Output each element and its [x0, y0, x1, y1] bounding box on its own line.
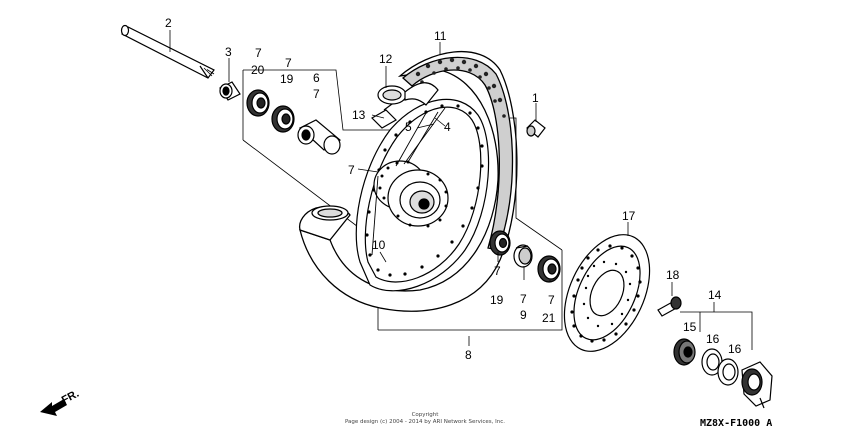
callout-16-a: 16: [706, 332, 720, 346]
speedometer-gearbox: [741, 361, 773, 409]
callout-15: 15: [683, 320, 697, 334]
left-bearing: [246, 89, 270, 117]
callout-9: 9: [520, 308, 527, 322]
callout-6-7: 7: [313, 87, 320, 101]
arrow-icon: [40, 399, 67, 416]
diagram-part-code: MZ8X-F1000 A: [700, 418, 772, 429]
callout-6: 6: [313, 71, 320, 85]
callout-11: 11: [434, 29, 447, 43]
bearing-19-left: [271, 105, 295, 133]
callout-17: 17: [622, 209, 636, 223]
callout-1: 1: [532, 91, 539, 105]
oil-seal-16b: [717, 358, 739, 386]
callout-3: 3: [225, 45, 232, 59]
tube-valve: [371, 82, 439, 129]
callout-7-c: 7: [348, 163, 355, 177]
disc-bolt: [657, 296, 682, 317]
direction-label: FR.: [60, 388, 81, 407]
callout-16-b: 16: [728, 342, 742, 356]
callout-8: 8: [465, 348, 472, 362]
callout-7-e: 7: [520, 292, 527, 306]
valve-cap: [526, 119, 546, 138]
callout-10: 10: [372, 238, 386, 252]
callout-19-a: 19: [280, 72, 294, 86]
callout-21: 21: [542, 311, 556, 325]
spokes: [371, 107, 446, 256]
callout-7-b: 7: [285, 56, 292, 70]
leader-frame-right: [510, 117, 563, 251]
copyright-line-2: Page design (c) 2004 - 2014 by ARI Netwo…: [344, 419, 506, 425]
side-collar: [219, 81, 241, 101]
callout-18: 18: [666, 268, 680, 282]
front-axle: [120, 24, 215, 79]
wheel-hub: [373, 160, 449, 228]
copyright-line-1: Copyright: [411, 412, 439, 418]
bearing-19-right: [489, 230, 511, 256]
callout-7-d: 7: [494, 264, 501, 278]
callout-19-b: 19: [490, 293, 504, 307]
speedometer-gearbox-leader: [680, 311, 753, 350]
callout-14: 14: [708, 288, 722, 302]
brake-disc: [563, 234, 651, 352]
callout-leaders: [169, 30, 715, 346]
callout-5: 5: [405, 120, 412, 134]
callout-7-f: 7: [548, 293, 555, 307]
callout-12: 12: [379, 52, 393, 66]
dust-seal: [513, 244, 533, 268]
callout-20: 20: [251, 63, 265, 77]
speedometer-gear: [673, 338, 696, 366]
distance-collar: [297, 119, 342, 155]
callout-labels: 1 2 3 4 5 6 7 7 20 7 19 7 8 10 11 12 13 …: [165, 16, 742, 362]
callout-13: 13: [352, 108, 366, 122]
bearing-21: [537, 255, 561, 283]
callout-2: 2: [165, 16, 172, 30]
callout-4: 4: [444, 120, 451, 134]
callout-7-a: 7: [255, 46, 262, 60]
